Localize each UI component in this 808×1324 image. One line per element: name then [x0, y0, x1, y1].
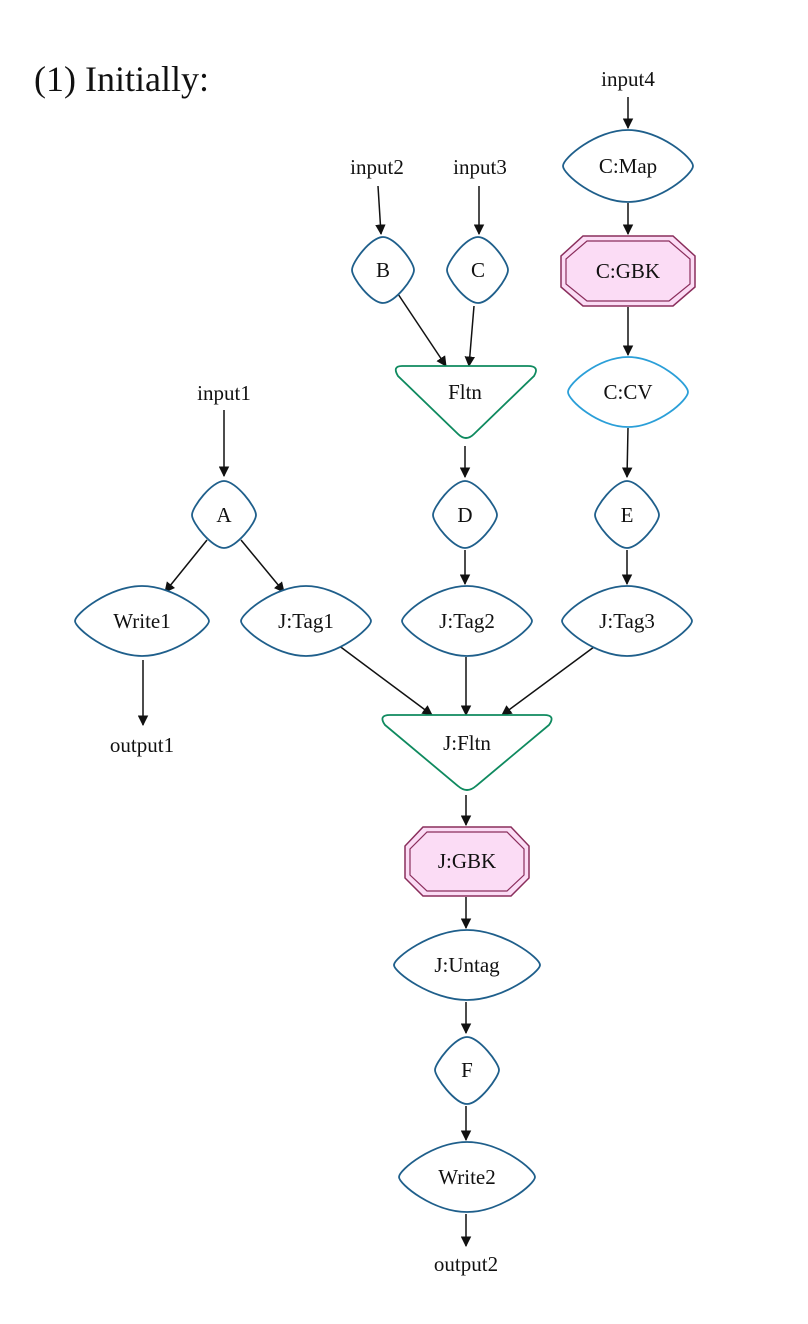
edge-ccv-to-e [621, 427, 633, 479]
output2-label: output2 [434, 1252, 498, 1276]
node-c: C [446, 236, 509, 304]
node-j-tag3: J:Tag3 [561, 585, 693, 657]
edge-a-to-jtag1 [240, 539, 285, 593]
edge-jtag1-to-jfltn [333, 641, 433, 716]
edge-c-to-fltn [464, 305, 476, 368]
edge-b-to-fltn [397, 293, 447, 367]
node-j-tag2: J:Tag2 [401, 585, 533, 657]
node-b-label: B [376, 258, 390, 282]
node-j-tag1: J:Tag1 [240, 585, 372, 657]
node-write1-label: Write1 [113, 609, 170, 633]
node-j-gbk-label: J:GBK [438, 849, 496, 873]
edge-a-to-write1 [164, 539, 208, 593]
node-j-tag1-label: J:Tag1 [278, 609, 334, 633]
node-j-untag-label: J:Untag [434, 953, 500, 977]
node-c-cv: C:CV [567, 356, 689, 428]
output1-label: output1 [110, 733, 174, 757]
node-c-map: C:Map [562, 129, 694, 203]
node-a: A [191, 480, 257, 549]
node-j-untag: J:Untag [393, 929, 541, 1001]
input4-label: input4 [601, 67, 655, 91]
node-d-label: D [457, 503, 472, 527]
node-f-label: F [461, 1058, 473, 1082]
node-d: D [432, 480, 498, 549]
node-j-fltn: J:Fltn [381, 714, 553, 791]
node-j-tag3-label: J:Tag3 [599, 609, 655, 633]
node-c-gbk-label: C:GBK [596, 259, 660, 283]
diagram-heading: (1) Initially: [34, 59, 209, 99]
node-write1: Write1 [74, 585, 210, 657]
input1-label: input1 [197, 381, 251, 405]
node-j-gbk: J:GBK [404, 826, 530, 897]
input3-label: input3 [453, 155, 507, 179]
input2-label: input2 [350, 155, 404, 179]
node-write2-label: Write2 [438, 1165, 495, 1189]
node-f: F [434, 1036, 500, 1105]
node-e: E [594, 480, 660, 549]
node-write2: Write2 [398, 1141, 536, 1213]
node-fltn: Fltn [394, 365, 537, 439]
node-c-map-label: C:Map [599, 154, 657, 178]
node-a-label: A [216, 503, 232, 527]
edges [137, 97, 634, 1248]
node-j-tag2-label: J:Tag2 [439, 609, 495, 633]
node-b: B [351, 236, 415, 304]
node-c-label: C [471, 258, 485, 282]
node-c-cv-label: C:CV [603, 380, 652, 404]
node-e-label: E [621, 503, 634, 527]
edge-input2-to-b [375, 185, 386, 236]
node-c-gbk: C:GBK [560, 235, 696, 307]
edge-jtag3-to-jfltn [501, 643, 599, 716]
node-fltn-label: Fltn [448, 380, 482, 404]
node-j-fltn-label: J:Fltn [443, 731, 491, 755]
